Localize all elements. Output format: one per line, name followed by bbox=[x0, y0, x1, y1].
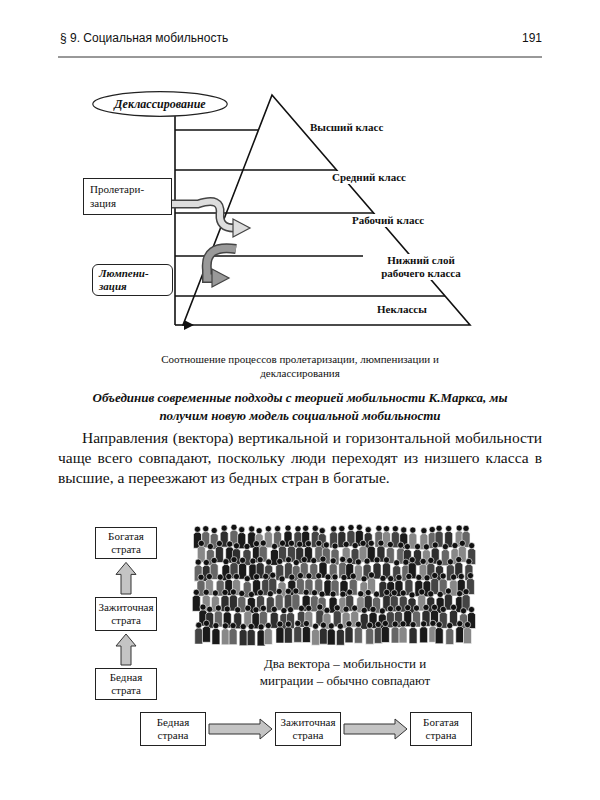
node-text-group: Богатая страта bbox=[99, 530, 153, 556]
person-figure bbox=[336, 623, 344, 645]
person-figure bbox=[239, 624, 247, 646]
ellipse-shape bbox=[93, 92, 227, 117]
strata-box: Зажиточная страта bbox=[95, 597, 157, 631]
person-figure bbox=[391, 621, 399, 643]
node-text-group: Зажиточная страна bbox=[279, 716, 337, 742]
class-label: Средний класс bbox=[330, 171, 429, 184]
person-figure bbox=[327, 623, 335, 645]
node-text: Пролетари-зация bbox=[90, 183, 149, 209]
strata-box: Бедная страта bbox=[95, 668, 157, 700]
country-box: Богатая страна bbox=[410, 712, 472, 746]
node-text: Деклассирование bbox=[114, 97, 205, 111]
header-rule bbox=[58, 57, 542, 58]
crowd-illustration bbox=[192, 524, 475, 646]
person-figure bbox=[312, 623, 320, 645]
class-label: Высший класс bbox=[308, 121, 402, 134]
person-figure bbox=[294, 620, 302, 642]
person-figure bbox=[195, 622, 203, 644]
person-figure bbox=[192, 589, 200, 611]
diagram-note: Два вектора – мобильности и миграции – о… bbox=[245, 656, 445, 690]
block-arrow bbox=[116, 634, 136, 665]
page-number: 191 bbox=[505, 31, 542, 45]
italic-note: Объединив современные подходы с теорией … bbox=[70, 389, 530, 424]
person-figure bbox=[409, 622, 417, 644]
node-text: Богатая страта bbox=[99, 530, 153, 556]
person-figure bbox=[399, 621, 407, 643]
person-figure bbox=[354, 621, 362, 643]
country-box: Зажиточная страна bbox=[275, 712, 341, 746]
person-figure bbox=[435, 622, 443, 644]
person-figure bbox=[464, 622, 472, 644]
person-figure bbox=[264, 622, 272, 644]
axis-arrowhead bbox=[184, 320, 194, 330]
node-text: Богатая страна bbox=[414, 716, 468, 742]
node-text-group: Бедная страта bbox=[99, 671, 153, 697]
body-paragraph: Направления (вектора) вертикальной и гор… bbox=[58, 428, 542, 488]
person-figure bbox=[247, 623, 255, 645]
class-label: Рабочий класс bbox=[350, 214, 449, 227]
node-text-group: Богатая страна bbox=[414, 716, 468, 742]
person-figure bbox=[294, 526, 302, 548]
lumpenization-arrow bbox=[207, 248, 236, 287]
node-text: Бедная страта bbox=[99, 671, 153, 697]
proletarization-arrow bbox=[172, 202, 250, 237]
node-text-group: Бедная страна bbox=[144, 716, 202, 742]
person-figure bbox=[229, 623, 237, 645]
person-figure bbox=[331, 543, 339, 565]
node-text-group: Люмпени-зация bbox=[99, 267, 154, 293]
person-figure bbox=[456, 621, 464, 643]
person-figure bbox=[420, 621, 428, 643]
node-text: Бедная страна bbox=[144, 716, 202, 742]
process-box: Люмпени-зация bbox=[92, 264, 173, 296]
person-figure bbox=[202, 620, 210, 642]
process-ellipse: Деклассирование bbox=[90, 90, 230, 118]
country-box: Бедная страна bbox=[140, 712, 206, 746]
person-figure bbox=[221, 623, 229, 645]
running-header: § 9. Социальная мобильность bbox=[60, 31, 360, 45]
node-text: Люмпени-зация bbox=[99, 267, 154, 293]
person-figure bbox=[302, 620, 310, 642]
strata-box: Богатая страта bbox=[95, 527, 157, 559]
process-box: Пролетари-зация bbox=[83, 178, 172, 215]
node-text: Зажиточная страна bbox=[279, 716, 337, 742]
person-figure bbox=[366, 622, 374, 644]
class-label: Неклассы bbox=[375, 303, 449, 316]
person-figure bbox=[345, 621, 353, 643]
person-figure bbox=[446, 622, 454, 644]
person-figure bbox=[319, 622, 327, 644]
class-label: Нижний слой рабочего класса bbox=[363, 254, 479, 280]
person-figure bbox=[284, 621, 292, 643]
person-figure bbox=[257, 624, 265, 646]
person-figure bbox=[212, 623, 220, 645]
node-text-group: Деклассирование bbox=[114, 97, 205, 111]
node-text: Зажиточная страта bbox=[98, 601, 153, 627]
block-arrow bbox=[344, 719, 407, 739]
person-figure bbox=[381, 620, 389, 642]
block-arrow bbox=[209, 719, 272, 739]
person-figure bbox=[465, 558, 473, 580]
person-figure bbox=[276, 621, 284, 643]
figure-caption: Соотношение процессов пролетаризации, лю… bbox=[140, 352, 460, 381]
node-text-group: Пролетари-зация bbox=[90, 183, 149, 209]
block-arrow bbox=[116, 562, 136, 594]
node-text-group: Зажиточная страта bbox=[98, 601, 153, 627]
